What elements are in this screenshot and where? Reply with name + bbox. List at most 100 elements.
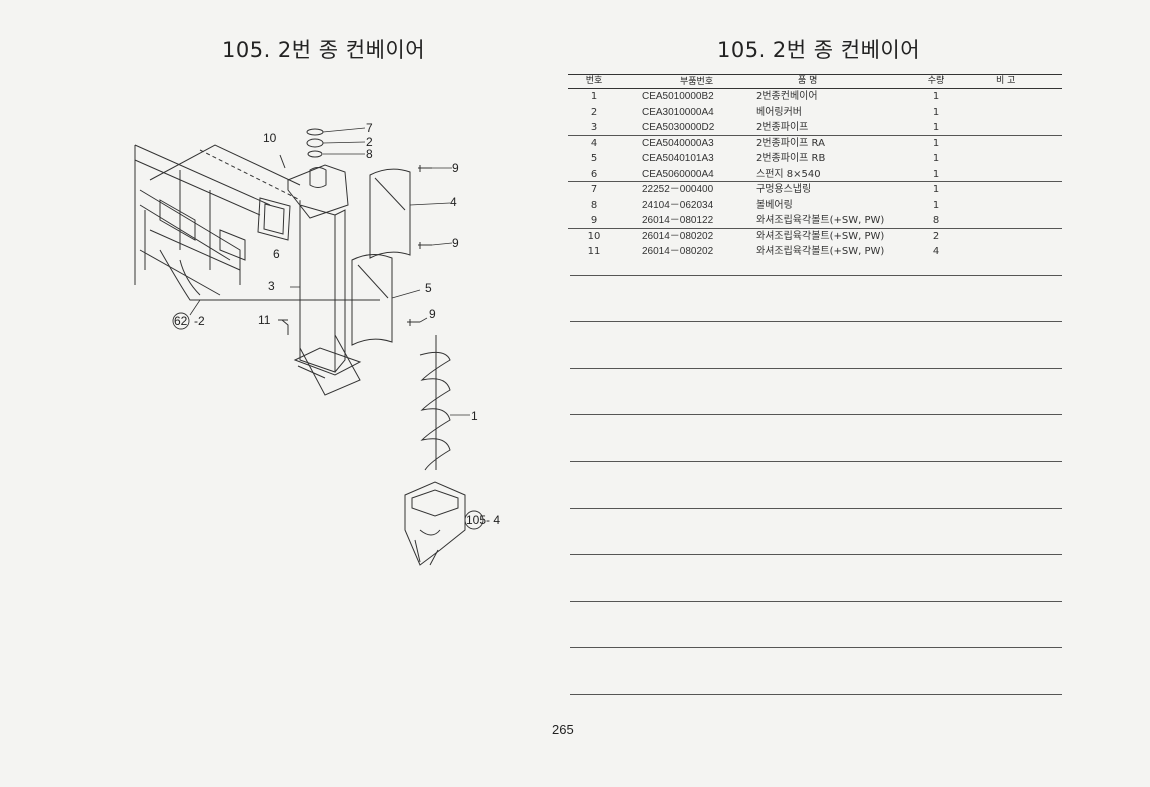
row-remarks: [966, 198, 1062, 214]
header-remarks: 비 고: [996, 76, 1016, 86]
table-row: 5 CEA5040101A3 2번종파이프 RB 1: [568, 151, 1062, 167]
callout-9-middle: 9: [452, 236, 459, 250]
ruled-line: [570, 554, 1062, 555]
row-part-name: 2번종파이프 RA: [756, 137, 825, 149]
row-quantity: 1: [932, 106, 940, 118]
ruled-line: [570, 601, 1062, 602]
row-remarks: [966, 213, 1062, 228]
table-row: 8 24104－062034 볼베어링 1: [568, 198, 1062, 214]
left-page-title: 105. 2번 종 컨베이어: [222, 38, 426, 62]
ruled-line: [570, 508, 1062, 509]
row-number: 5: [590, 153, 598, 164]
auger-flights: [419, 351, 451, 471]
row-remarks: [966, 244, 1062, 260]
pipe-rb: [351, 254, 393, 346]
right-page-title: 105. 2번 종 컨베이어: [717, 38, 921, 62]
row-part-number: 26014－080202: [642, 230, 714, 242]
row-remarks: [966, 136, 1062, 152]
reference-105: 105: [466, 513, 486, 527]
ruled-line: [570, 461, 1062, 462]
row-part-name: 베어링커버: [756, 106, 802, 118]
conveyor-drawing: 7 2 8 10 9 4 9 6 3 5 11 9 1 62 -2 105 - …: [134, 121, 500, 566]
row-quantity: 1: [932, 168, 940, 180]
callout-1: 1: [471, 409, 478, 423]
callout-11: 11: [258, 313, 271, 327]
row-quantity: 1: [932, 122, 940, 133]
row-number: 2: [590, 106, 598, 118]
callout-2: 2: [366, 135, 373, 149]
header-part-name: 품 명: [798, 76, 818, 86]
callout-10: 10: [263, 131, 277, 145]
callout-3: 3: [268, 279, 275, 293]
cover-panel: [257, 197, 291, 241]
tube-top-hopper: [287, 164, 349, 219]
row-number: 11: [587, 246, 601, 257]
table-row: 3 CEA5030000D2 2번종파이프 1: [568, 120, 1062, 136]
callout-9-bottom: 9: [429, 307, 436, 321]
table-row: 10 26014－080202 와셔조립육각볼트(+SW, PW) 2: [568, 229, 1062, 245]
row-number: 10: [587, 230, 601, 242]
base-plate: [299, 334, 361, 396]
parts-table-header: 번호 부품번호 품 명 수량 비 고: [568, 74, 1062, 89]
reference-105-suffix: - 4: [486, 513, 500, 527]
gearbox-housing: [404, 481, 466, 566]
row-remarks: [966, 89, 1062, 105]
callout-7: 7: [366, 121, 373, 135]
row-part-name: 구멍용스냅링: [756, 184, 812, 195]
row-quantity: 8: [932, 215, 940, 226]
row-part-number: CEA5010000B2: [642, 91, 714, 102]
tube-flange: [293, 347, 362, 379]
row-remarks: [966, 167, 1062, 182]
main-tube: [299, 204, 346, 373]
frame-curve: [159, 249, 380, 301]
row-part-name: 2번종파이프 RB: [756, 153, 826, 164]
reference-62-suffix: -2: [194, 314, 205, 328]
ruled-line: [570, 275, 1062, 276]
table-row: 2 CEA3010000A4 베어링커버 1: [568, 105, 1062, 121]
page-number: 265: [552, 722, 574, 737]
table-row: 9 26014－080122 와셔조립육각볼트(+SW, PW) 8: [568, 213, 1062, 229]
row-part-name: 스펀지 8×540: [756, 168, 821, 180]
row-part-number: 26014－080122: [642, 215, 714, 226]
header-number: 번호: [585, 76, 603, 86]
row-quantity: 4: [932, 246, 940, 257]
row-part-name: 볼베어링: [756, 199, 793, 211]
row-quantity: 1: [932, 137, 940, 149]
table-row: 11 26014－080202 와셔조립육각볼트(+SW, PW) 4: [568, 244, 1062, 260]
table-row: 7 22252－000400 구멍용스냅링 1: [568, 182, 1062, 198]
callout-6: 6: [273, 247, 280, 261]
row-number: 8: [590, 199, 598, 211]
row-remarks: [966, 151, 1062, 167]
row-part-name: 와셔조립육각볼트(+SW, PW): [756, 215, 885, 226]
row-part-name: 와셔조립육각볼트(+SW, PW): [756, 230, 885, 242]
ruled-line: [570, 694, 1062, 695]
row-number: 3: [590, 122, 598, 133]
row-number: 4: [590, 137, 598, 149]
exploded-parts-diagram: 7 2 8 10 9 4 9 6 3 5 11 9 1 62 -2 105 - …: [120, 110, 540, 590]
row-part-name: 와셔조립육각볼트(+SW, PW): [756, 246, 885, 257]
parts-table: 번호 부품번호 품 명 수량 비 고 1 CEA5010000B2 2번종컨베이…: [568, 74, 1062, 260]
row-part-number: 24104－062034: [642, 199, 714, 211]
row-quantity: 2: [932, 230, 940, 242]
table-row: 6 CEA5060000A4 스펀지 8×540 1: [568, 167, 1062, 182]
row-quantity: 1: [932, 153, 940, 164]
callout-4: 4: [450, 195, 457, 209]
row-part-name: 2번종파이프: [756, 122, 809, 133]
ruled-line: [570, 368, 1062, 369]
row-part-number: CEA5040101A3: [642, 153, 714, 164]
row-number: 9: [590, 215, 598, 226]
header-part-number: 부품번호: [680, 76, 714, 86]
callout-9-top: 9: [452, 161, 459, 175]
row-part-number: CEA5060000A4: [642, 168, 714, 180]
ruled-line: [570, 321, 1062, 322]
row-quantity: 1: [932, 91, 940, 102]
row-remarks: [966, 120, 1062, 135]
header-quantity: 수량: [927, 76, 945, 86]
frame-plate: [159, 199, 246, 261]
row-part-number: CEA5030000D2: [642, 122, 715, 133]
row-remarks: [966, 105, 1062, 121]
row-part-name: 2번종컨베이어: [756, 91, 818, 102]
row-number: 7: [590, 184, 598, 195]
table-row: 1 CEA5010000B2 2번종컨베이어 1: [568, 89, 1062, 105]
pipe-ra: [369, 168, 411, 259]
